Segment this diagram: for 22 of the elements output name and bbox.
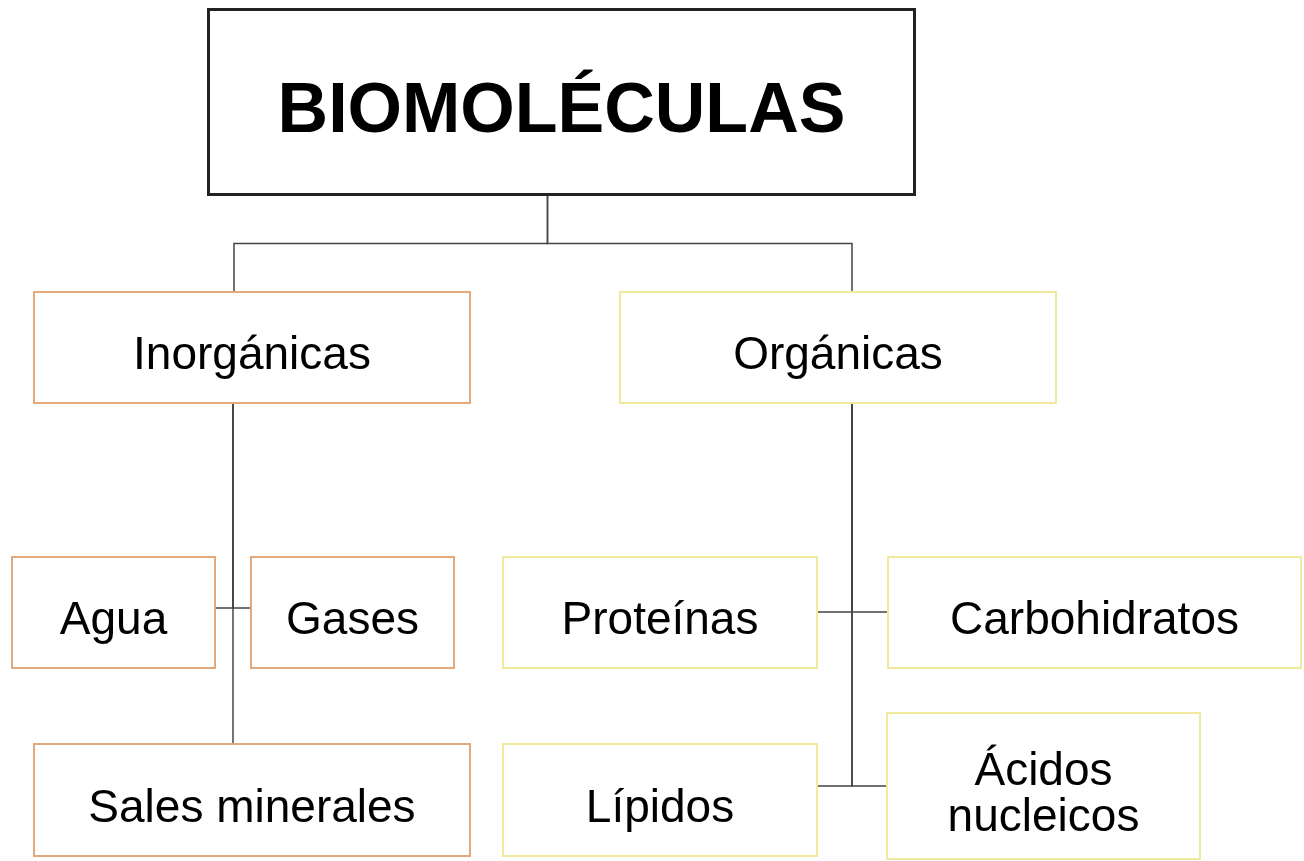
node-label: Carbohidratos <box>950 591 1239 646</box>
category-box <box>11 556 216 669</box>
node-label: Gases <box>286 591 419 646</box>
node-label: Agua <box>59 591 168 646</box>
category-box <box>33 743 471 857</box>
category-box <box>33 291 471 404</box>
node-label: Inorgánicas <box>133 326 371 381</box>
category-box <box>619 291 1057 404</box>
connector-line <box>232 403 234 744</box>
category-box <box>250 556 455 669</box>
title-box <box>207 8 916 196</box>
connector-line <box>546 195 853 292</box>
category-box <box>886 712 1201 860</box>
node-label: Proteínas <box>561 591 759 646</box>
category-box <box>502 556 818 669</box>
node-label: Orgánicas <box>733 326 943 381</box>
category-box <box>887 556 1302 669</box>
node-label: Ácidos nucleicos <box>946 746 1141 838</box>
category-box <box>502 743 818 857</box>
node-label: BIOMOLÉCULAS <box>277 67 846 149</box>
node-label: Sales minerales <box>88 778 416 834</box>
node-label: Lípidos <box>585 778 735 834</box>
